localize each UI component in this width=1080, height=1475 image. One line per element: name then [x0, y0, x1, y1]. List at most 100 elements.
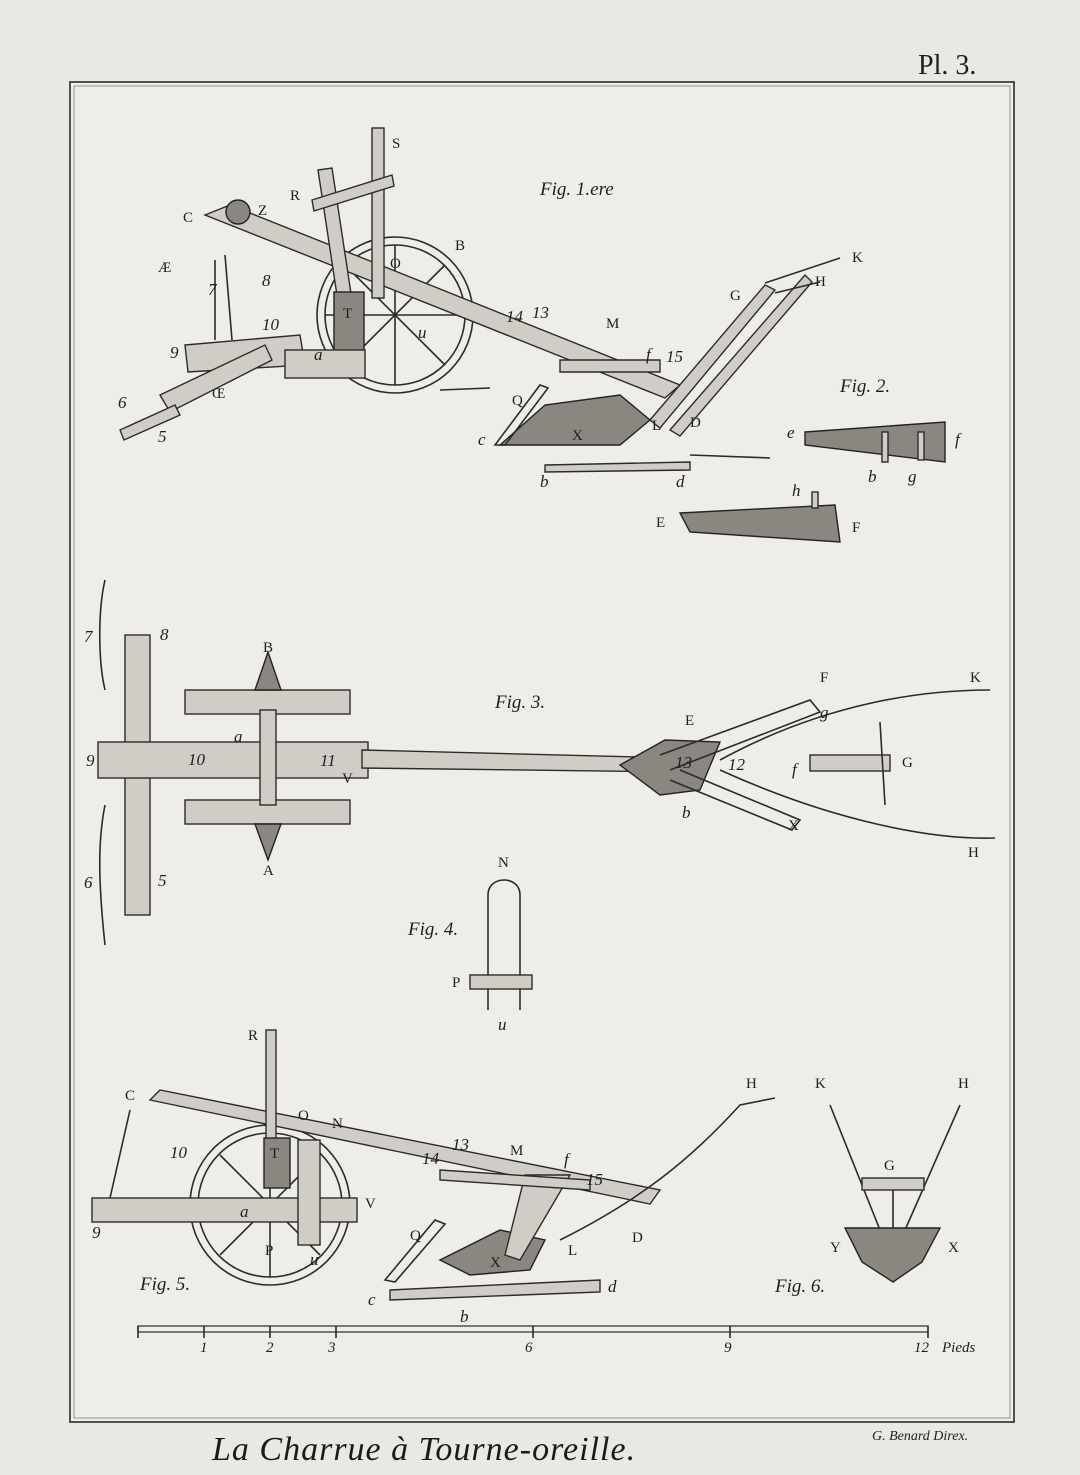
fig1-label-8: 8: [262, 271, 271, 290]
fig1-label-X: X: [572, 428, 583, 444]
fig1-label-u: u: [418, 323, 427, 342]
plate-number: Pl. 3.: [918, 50, 976, 81]
fig2-label-e: e: [787, 423, 795, 442]
fig1-label-R: R: [290, 188, 300, 204]
scale-tick-9: 9: [724, 1340, 732, 1356]
fig1-plough-perspective: [119, 127, 841, 473]
fig5-label-T: T: [270, 1146, 279, 1162]
fig2-label-f: f: [955, 430, 962, 449]
plate-border-inner: [73, 85, 1011, 1419]
fig4-label-P: P: [452, 975, 460, 991]
fig4-caption: Fig. 4.: [407, 919, 458, 940]
fig1-label-M: M: [606, 316, 619, 332]
scale-tick-3: 3: [327, 1340, 336, 1356]
fig6-labels: K H G Y X: [815, 1076, 969, 1256]
fig5-label-X: X: [490, 1255, 501, 1271]
fig5-label-15: 15: [586, 1170, 603, 1189]
fig2-label-g: g: [908, 467, 917, 486]
fig1-label-c: c: [478, 430, 486, 449]
fig6-label-G: G: [884, 1158, 895, 1174]
fig3-label-F: F: [820, 670, 828, 686]
fig5-caption: Fig. 5.: [139, 1274, 190, 1295]
fig5-label-C: C: [125, 1088, 135, 1104]
fig5-label-N: N: [332, 1116, 343, 1132]
fig5-label-R: R: [248, 1028, 258, 1044]
fig6-label-K: K: [815, 1076, 826, 1092]
fig3-label-A: A: [263, 863, 274, 879]
fig1-label-6: 6: [118, 393, 127, 412]
fig1-label-B: B: [455, 238, 465, 254]
fig6-caption: Fig. 6.: [774, 1276, 825, 1297]
fig3-label-6: 6: [84, 873, 93, 892]
fig3-label-H: H: [968, 845, 979, 861]
fig5-label-H: H: [746, 1076, 757, 1092]
fig5-label-f: f: [564, 1150, 571, 1169]
fig3-label-f: f: [792, 760, 799, 779]
fig2-label-h: h: [792, 481, 801, 500]
fig3-label-g: g: [820, 703, 829, 722]
fig5-label-c: c: [368, 1290, 376, 1309]
fig1-label-K: K: [852, 250, 863, 266]
fig5-label-d: d: [608, 1277, 617, 1296]
fig1-label-14: 14: [506, 307, 524, 326]
fig1-label-S: S: [392, 136, 400, 152]
fig3-label-7: 7: [84, 627, 94, 646]
fig4-label-N: N: [498, 855, 509, 871]
fig5-label-13: 13: [452, 1135, 469, 1154]
fig3-label-K: K: [970, 670, 981, 686]
fig1-label-b: b: [540, 472, 549, 491]
scale-labels: 1 2 3 6 9 12 Pieds: [200, 1340, 975, 1356]
fig1-label-15: 15: [666, 347, 683, 366]
fig3-label-11: 11: [320, 751, 336, 770]
fig5-labels: R C O N T 14 13 M f 15 H 10 9 a P V D Q …: [92, 1028, 757, 1326]
fig6-label-X: X: [948, 1240, 959, 1256]
fig3-label-9: 9: [86, 751, 95, 770]
fig2-labels: e f b g h E F: [656, 423, 962, 536]
fig6-label-Y: Y: [830, 1240, 841, 1256]
fig3-label-10: 10: [188, 750, 206, 769]
fig4-label-u: u: [498, 1015, 507, 1034]
fig1-label-f: f: [646, 345, 653, 364]
scale-tick-2: 2: [266, 1340, 274, 1356]
fig3-label-a: a: [234, 727, 243, 746]
fig1-label-d: d: [676, 472, 685, 491]
fig5-label-a: a: [240, 1202, 249, 1221]
fig3-label-E: E: [685, 713, 694, 729]
scale-unit: Pieds: [941, 1340, 975, 1356]
fig4-labels: N P u: [452, 855, 509, 1034]
fig2-share-parts: [678, 421, 946, 543]
fig3-label-B: B: [263, 640, 273, 656]
fig1-label-L: L: [652, 418, 661, 434]
fig2-label-b: b: [868, 467, 877, 486]
fig5-label-10: 10: [170, 1143, 188, 1162]
fig4-clevis: [469, 879, 533, 1010]
fig2-label-F: F: [852, 520, 860, 536]
fig6-rear-view: [829, 1104, 961, 1283]
fig5-label-Q: Q: [410, 1228, 421, 1244]
fig3-plough-plan: [97, 579, 996, 946]
fig1-label-T: T: [343, 306, 352, 322]
fig5-label-b: b: [460, 1307, 469, 1326]
fig1-label-Z: Z: [258, 203, 267, 219]
fig1-label-7: 7: [208, 280, 218, 299]
fig1-label-AE: Æ: [158, 260, 171, 276]
fig1-label-G: G: [730, 288, 741, 304]
fig1-label-OE: Œ: [212, 386, 225, 402]
fig5-label-9: 9: [92, 1223, 101, 1242]
engraver-credit: G. Benard Direx.: [872, 1429, 968, 1444]
fig3-label-8: 8: [160, 625, 169, 644]
fig3-label-b: b: [682, 803, 691, 822]
plate-title: La Charrue à Tourne-oreille.: [211, 1431, 636, 1468]
fig3-label-X: X: [788, 818, 799, 834]
fig5-label-D: D: [632, 1230, 643, 1246]
scale-tick-1: 1: [200, 1340, 208, 1356]
fig1-label-a: a: [314, 345, 323, 364]
fig1-label-13: 13: [532, 303, 549, 322]
scale-tick-6: 6: [525, 1340, 533, 1356]
scale-tick-12: 12: [914, 1340, 930, 1356]
fig3-label-G: G: [902, 755, 913, 771]
fig3-label-5: 5: [158, 871, 167, 890]
fig5-label-L: L: [568, 1243, 577, 1259]
fig5-plough-elevation: [91, 1029, 776, 1301]
